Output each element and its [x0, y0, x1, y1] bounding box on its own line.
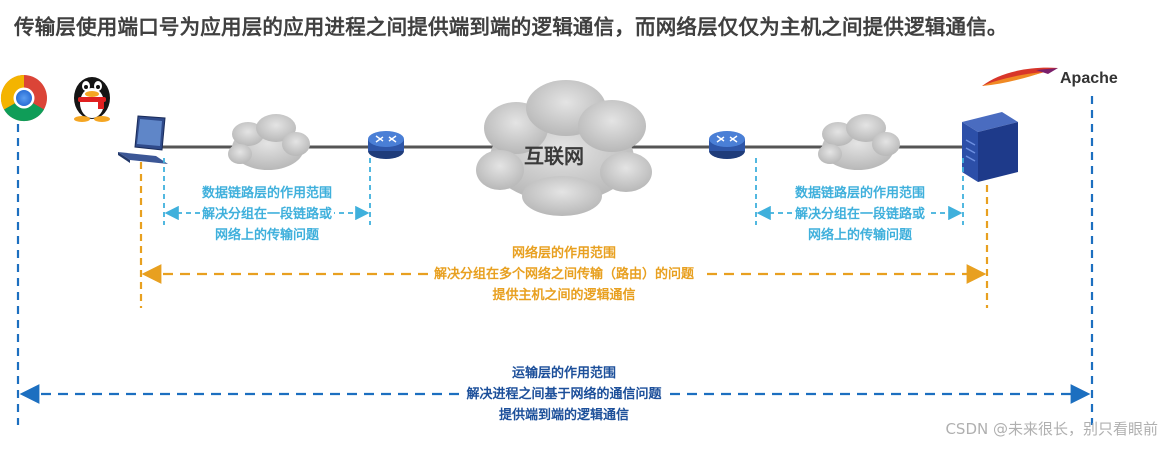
laptop-icon [118, 115, 168, 164]
chrome-icon [0, 74, 47, 122]
watermark: CSDN @未来很长，别只看眼前 [945, 420, 1158, 438]
datalink-left-line3: 网络上的传输问题 [214, 228, 319, 243]
server-icon [962, 112, 1018, 182]
datalink-left-line2: 解决分组在一段链路或 [199, 204, 334, 225]
qq-penguin-icon [74, 77, 110, 122]
network-line2: 解决分组在多个网络之间传输（路由）的问题 [427, 264, 700, 285]
page-title: 传输层使用端口号为应用层的应用进程之间提供端到端的逻辑通信，而网络层仅仅为主机之… [14, 15, 1008, 39]
network-layer-text: 网络层的作用范围 解决分组在多个网络之间传输（路由）的问题 提供主机之间的逻辑通… [384, 243, 744, 306]
datalink-left-text: 数据链路层的作用范围 解决分组在一段链路或 网络上的传输问题 [177, 183, 357, 246]
cloud-right-icon [818, 114, 900, 170]
datalink-left-line1: 数据链路层的作用范围 [201, 186, 332, 201]
apache-label: Apache [1060, 70, 1118, 87]
internet-label: 互联网 [524, 144, 584, 168]
apache-feather-icon [982, 67, 1058, 86]
transport-line3: 提供端到端的逻辑通信 [498, 408, 629, 423]
router-right-icon [709, 131, 745, 159]
datalink-right-line2: 解决分组在一段链路或 [792, 204, 927, 225]
transport-layer-text: 运输层的作用范围 解决进程之间基于网络的通信问题 提供端到端的逻辑通信 [424, 363, 704, 426]
network-line3: 提供主机之间的逻辑通信 [492, 288, 636, 303]
router-left-icon [368, 131, 404, 159]
transport-line1: 运输层的作用范围 [511, 366, 616, 381]
datalink-right-line1: 数据链路层的作用范围 [794, 186, 925, 201]
cloud-left-icon [228, 114, 310, 170]
network-line1: 网络层的作用范围 [511, 246, 616, 261]
transport-line2: 解决进程之间基于网络的通信问题 [460, 384, 668, 405]
internet-cloud-icon [476, 80, 652, 216]
datalink-right-line3: 网络上的传输问题 [807, 228, 912, 243]
datalink-right-text: 数据链路层的作用范围 解决分组在一段链路或 网络上的传输问题 [770, 183, 950, 246]
